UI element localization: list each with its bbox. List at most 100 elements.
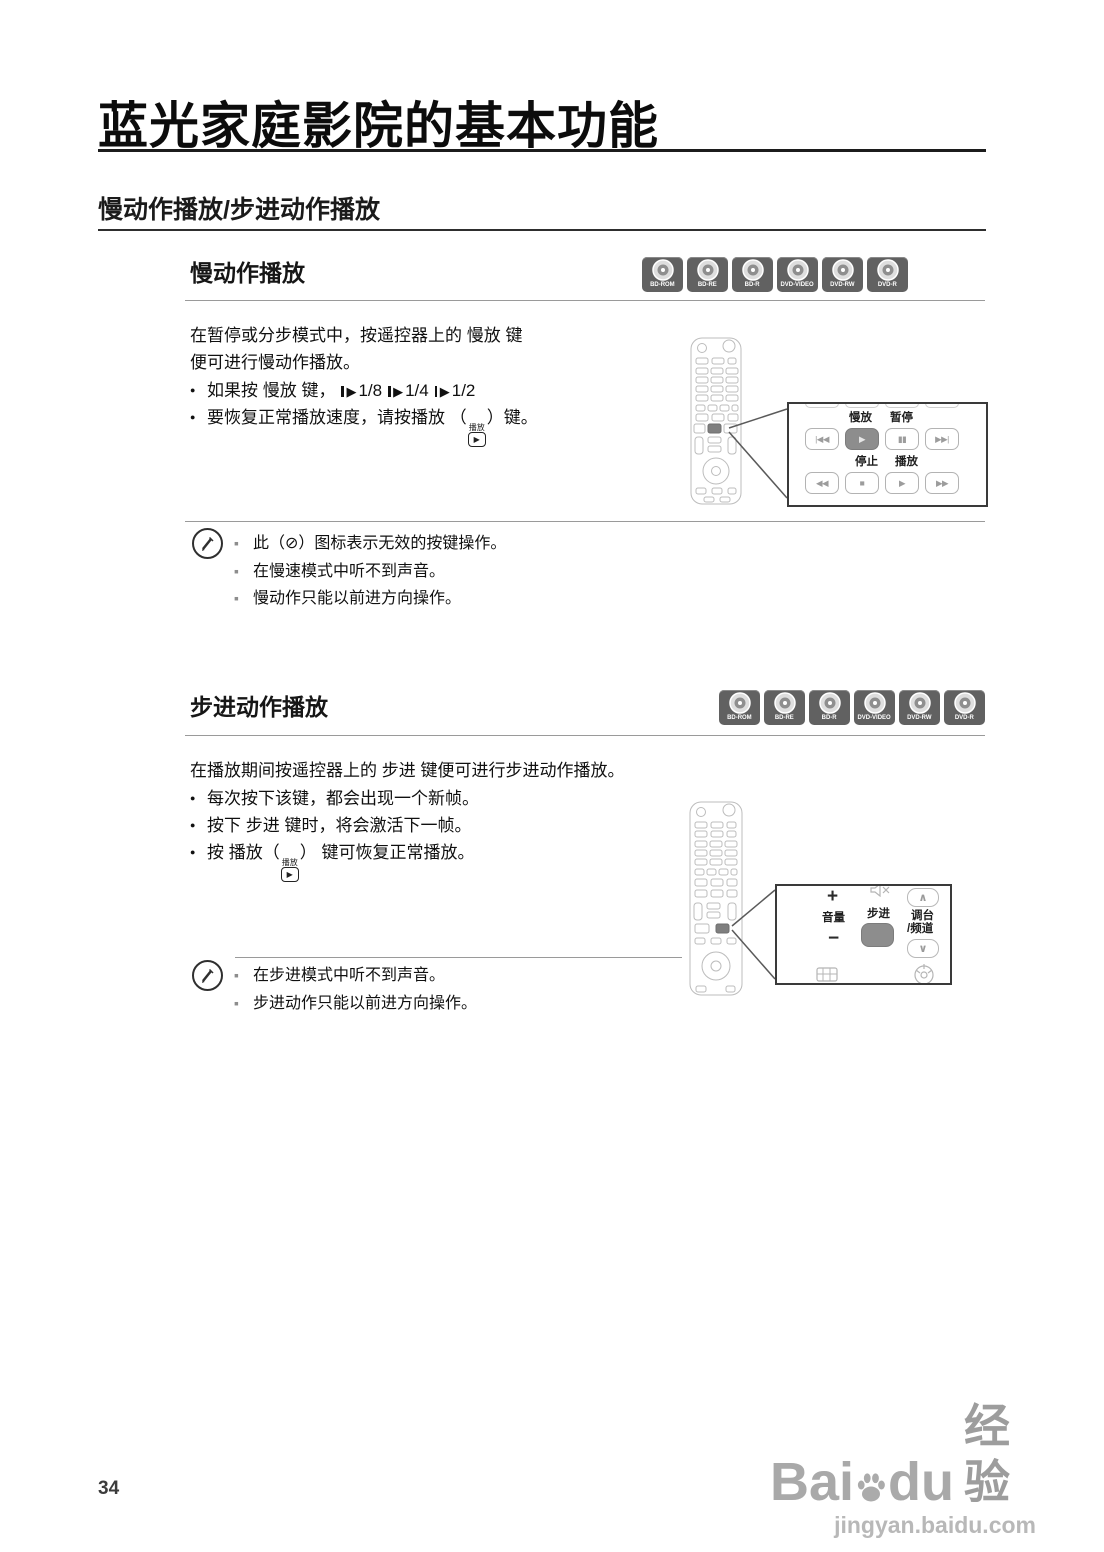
channel-down-button: ∨ bbox=[907, 939, 939, 958]
disc-badge: DVD-RW bbox=[899, 690, 940, 725]
note-pencil-icon bbox=[192, 960, 223, 991]
volume-down-button: − bbox=[828, 928, 840, 949]
disc-icon bbox=[741, 259, 764, 281]
slow-section-heading: 慢动作播放 bbox=[190, 260, 305, 286]
subsection-divider bbox=[185, 300, 985, 301]
watermark-brand: Bai du 经验 bbox=[770, 1398, 1036, 1510]
slow-button: ▶ bbox=[845, 428, 879, 450]
page-number: 34 bbox=[98, 1478, 120, 1499]
remote-control-illustration-slow bbox=[688, 333, 748, 508]
disc-badge-label: BD-RE bbox=[775, 714, 794, 721]
disc-badge: DVD-R bbox=[867, 257, 908, 292]
step-section-heading: 步进动作播放 bbox=[190, 694, 328, 720]
skip-back-button: |◀◀ bbox=[805, 428, 839, 450]
disc-badge-label: DVD-VIDEO bbox=[857, 714, 892, 721]
pause-button-label: 暂停 bbox=[890, 412, 913, 424]
disc-icon bbox=[786, 259, 809, 281]
bullet-text: 如果按 慢放 键， bbox=[207, 381, 336, 400]
channel-label-line1: 调台 bbox=[911, 910, 934, 922]
disc-badge: DVD-RW bbox=[822, 257, 863, 292]
disc-badge: BD-ROM bbox=[642, 257, 683, 292]
display-button-icon bbox=[816, 967, 838, 982]
stop-button: ■ bbox=[845, 472, 879, 494]
disc-badge-label: BD-R bbox=[822, 714, 837, 721]
disc-icon bbox=[651, 259, 674, 281]
step-bullet-2: 按下 步进 键时，将会激活下一帧。 bbox=[190, 812, 680, 839]
section-title: 慢动作播放/步进动作播放 bbox=[98, 196, 380, 224]
search-forward-button: ▶▶ bbox=[925, 472, 959, 494]
watermark-url: jingyan.baidu.com bbox=[834, 1512, 1036, 1538]
play-button: ▶ bbox=[885, 472, 919, 494]
disc-badge: BD-R bbox=[732, 257, 773, 292]
slow-button-highlight bbox=[707, 423, 722, 434]
step-play-icon: ▶ bbox=[434, 385, 450, 398]
play-key-label: 播放 bbox=[281, 858, 298, 867]
step-note-list: 在步进模式中听不到声音。 步进动作只能以前进方向操作。 bbox=[234, 962, 477, 1017]
disc-icon bbox=[863, 692, 886, 714]
disc-badge: BD-RE bbox=[764, 690, 805, 725]
callout-pointer-step bbox=[731, 889, 776, 980]
disc-badge-label: DVD-RW bbox=[830, 281, 855, 288]
step-button bbox=[861, 923, 894, 947]
disc-icon bbox=[773, 692, 796, 714]
baidu-paw-icon bbox=[857, 1473, 885, 1502]
bullet-text: 要恢复正常播放速度，请按播放 （ bbox=[207, 408, 467, 427]
disc-icon bbox=[908, 692, 931, 714]
slow-callout-figure: 慢放 暂停 |◀◀ ▶ ▮▮ ▶▶| 停止 播放 ◀◀ ■ ▶ ▶▶ bbox=[787, 402, 988, 507]
pause-button: ▮▮ bbox=[885, 428, 919, 450]
disc-badge: BD-ROM bbox=[719, 690, 760, 725]
slow-paragraph-line1: 在暂停或分步模式中，按遥控器上的 慢放 键 bbox=[190, 326, 523, 345]
search-back-button: ◀◀ bbox=[805, 472, 839, 494]
slow-body-text: 在暂停或分步模式中，按遥控器上的 慢放 键 便可进行慢动作播放。 如果按 慢放 … bbox=[190, 322, 670, 447]
bullet-text: ）键。 bbox=[486, 408, 538, 427]
disc-icon bbox=[876, 259, 899, 281]
partial-button bbox=[845, 404, 879, 408]
disc-icon bbox=[696, 259, 719, 281]
brand-text-bai: Bai bbox=[770, 1452, 855, 1512]
volume-label: 音量 bbox=[822, 912, 845, 924]
note-divider bbox=[185, 521, 985, 522]
disc-badge: DVD-R bbox=[944, 690, 985, 725]
brand-text-jingyan: 经验 bbox=[964, 1400, 1013, 1508]
play-glyph: ▶ bbox=[280, 867, 299, 882]
slow-bullets: 如果按 慢放 键，▶1/8▶1/4▶1/2 要恢复正常播放速度，请按播放 （播放… bbox=[190, 377, 670, 447]
note-item: 在步进模式中听不到声音。 bbox=[234, 962, 477, 990]
callout-pointer-slow bbox=[728, 408, 788, 499]
slow-bullet-resume: 要恢复正常播放速度，请按播放 （播放▶）键。 bbox=[190, 404, 670, 447]
baidu-jingyan-watermark: Bai du 经验 jingyan.baidu.com bbox=[770, 1398, 1036, 1539]
step-button-label: 步进 bbox=[867, 908, 890, 920]
play-key-icon: 播放▶ bbox=[280, 858, 299, 882]
disc-badge-label: BD-ROM bbox=[727, 714, 752, 721]
speed-value: 1/8 bbox=[358, 381, 383, 400]
disc-badge-label: DVD-RW bbox=[907, 714, 932, 721]
disc-icon bbox=[818, 692, 841, 714]
disc-badge-label: DVD-R bbox=[878, 281, 897, 288]
disc-badge-label: BD-R bbox=[745, 281, 760, 288]
subsection-divider bbox=[185, 735, 985, 736]
note-item: 在慢速模式中听不到声音。 bbox=[234, 558, 506, 586]
step-bullet-3: 按 播放（播放▶） 键可恢复正常播放。 bbox=[190, 839, 680, 882]
note-item: 步进动作只能以前进方向操作。 bbox=[234, 990, 477, 1018]
disc-icon bbox=[831, 259, 854, 281]
partial-button bbox=[805, 404, 839, 408]
note-item: 此（⊘）图标表示无效的按键操作。 bbox=[234, 530, 506, 558]
play-glyph: ▶ bbox=[467, 432, 486, 447]
disc-icon bbox=[728, 692, 751, 714]
step-bullet-1: 每次按下该键，都会出现一个新帧。 bbox=[190, 785, 680, 812]
disc-badge-label: BD-ROM bbox=[650, 281, 675, 288]
slow-paragraph-line2: 便可进行慢动作播放。 bbox=[190, 353, 360, 372]
slow-bullet-speeds: 如果按 慢放 键，▶1/8▶1/4▶1/2 bbox=[190, 377, 670, 404]
disc-badges-slow: BD-ROM BD-RE BD-R DVD-VIDEO DVD-RW DVD-R bbox=[642, 257, 908, 292]
play-key-icon: 播放▶ bbox=[467, 424, 486, 447]
bullet-text: ） 键可恢复正常播放。 bbox=[299, 843, 475, 862]
note-item: 慢动作只能以前进方向操作。 bbox=[234, 585, 506, 613]
step-button-highlight bbox=[715, 923, 730, 934]
bullet-text: 按 播放（ bbox=[207, 843, 280, 862]
stop-button-label: 停止 bbox=[855, 456, 878, 468]
partial-button bbox=[925, 404, 959, 408]
brand-text-du: du bbox=[888, 1452, 955, 1512]
slow-button-label: 慢放 bbox=[849, 412, 872, 424]
channel-up-button: ∧ bbox=[907, 888, 939, 907]
speed-value: 1/2 bbox=[451, 381, 476, 400]
